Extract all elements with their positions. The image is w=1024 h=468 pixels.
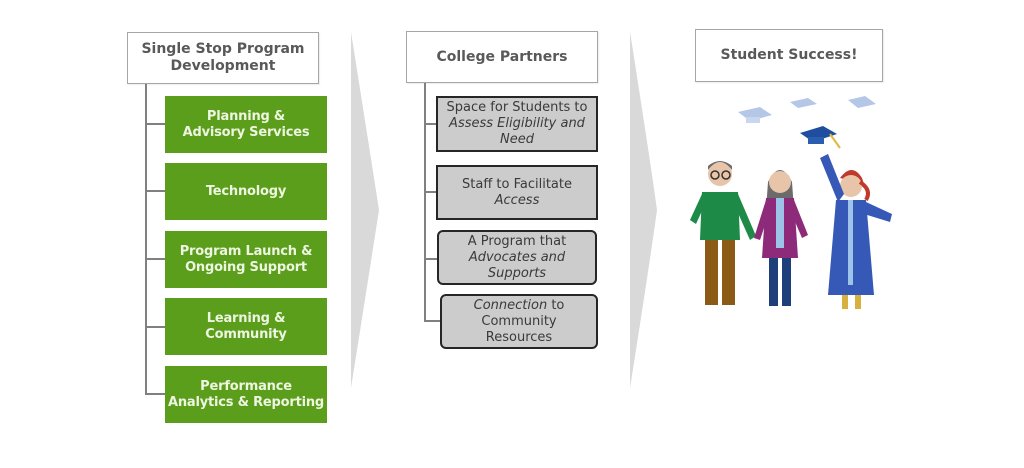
connector-branch	[424, 191, 436, 193]
item-label: Technology	[205, 183, 287, 199]
item-label: Performance Analytics & Reporting	[167, 378, 325, 410]
item-line: Supports	[487, 265, 547, 281]
item-label: Planning & Advisory Services	[182, 108, 310, 140]
item-line-rest: to	[547, 297, 565, 313]
chevron-arrow-icon	[351, 32, 379, 388]
chevron-arrow-icon	[630, 32, 657, 388]
item-program-launch: Program Launch & Ongoing Support	[165, 231, 327, 288]
item-line: Community	[481, 313, 557, 329]
item-line: Advocates and	[468, 249, 566, 265]
item-line: A Program that	[467, 233, 567, 249]
connector-branch	[424, 258, 438, 260]
connector-line	[424, 83, 426, 321]
item-space-for-students: Space for Students to Assess Eligibility…	[436, 96, 598, 152]
item-technology: Technology	[165, 163, 327, 220]
item-line: Access	[494, 192, 540, 208]
column-title-program-development: Single Stop Program Development	[127, 32, 319, 84]
item-line: Space for Students to	[446, 100, 588, 115]
item-staff-to-facilitate: Staff to Facilitate Access	[436, 165, 598, 220]
connector-line	[145, 84, 147, 395]
connector-branch	[145, 123, 165, 125]
item-line: Assess Eligibility and	[449, 116, 585, 131]
item-learning-community: Learning & Community	[165, 298, 327, 355]
connector-branch	[145, 393, 165, 395]
item-line: Resources	[485, 329, 553, 345]
column-title-college-partners: College Partners	[406, 31, 598, 83]
item-label: Program Launch & Ongoing Support	[179, 243, 313, 275]
connector-branch	[424, 123, 436, 125]
person-icon	[820, 154, 892, 309]
person-icon	[754, 170, 808, 306]
graduation-cap-icon	[848, 96, 876, 108]
item-performance-analytics: Performance Analytics & Reporting	[165, 366, 327, 423]
connector-branch	[145, 190, 165, 192]
item-program-advocates: A Program that Advocates and Supports	[437, 230, 597, 285]
item-label: Learning & Community	[205, 310, 287, 342]
column-title-text: Student Success!	[720, 47, 858, 63]
connector-branch	[424, 320, 440, 322]
item-line: Staff to Facilitate	[462, 176, 572, 192]
item-connection-community: Connection to Community Resources	[440, 294, 598, 349]
item-line: Connection to	[474, 298, 565, 314]
item-line: Need	[500, 132, 534, 147]
column-title-text: Single Stop Program Development	[141, 41, 305, 74]
person-icon	[690, 161, 756, 305]
column-title-text: College Partners	[436, 48, 568, 65]
connector-branch	[145, 326, 165, 328]
item-planning-advisory: Planning & Advisory Services	[165, 96, 327, 153]
graduation-cap-icon	[800, 126, 841, 149]
item-line-italic: Connection	[473, 297, 548, 313]
column-title-student-success: Student Success!	[695, 29, 883, 82]
graduation-cap-icon	[790, 98, 817, 108]
graduation-cap-icon	[738, 107, 772, 123]
connector-branch	[145, 258, 165, 260]
graduation-illustration	[690, 96, 892, 309]
